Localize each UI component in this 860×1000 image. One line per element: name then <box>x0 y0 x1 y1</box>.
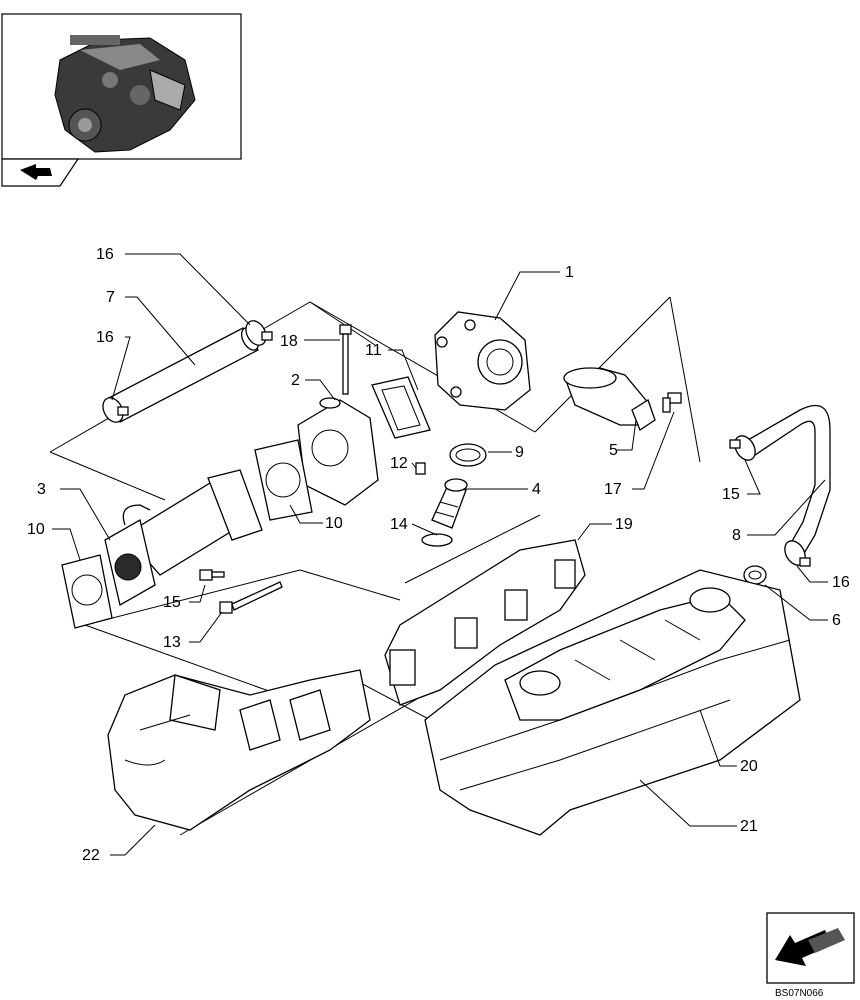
next-page-arrow-icon <box>775 928 845 966</box>
gasket-10-left[interactable] <box>61 554 113 629</box>
separator-lines <box>49 296 701 836</box>
actuator-5[interactable] <box>563 367 656 431</box>
callout-15-right: 15 <box>722 486 740 503</box>
bolt-13[interactable] <box>219 581 283 614</box>
clamp-15-right[interactable] <box>729 432 759 464</box>
engine-thumbnail[interactable] <box>1 13 242 187</box>
callout-17: 17 <box>604 481 622 498</box>
flange-2[interactable] <box>297 397 379 506</box>
exhaust-manifold-19[interactable] <box>384 539 586 706</box>
callout-18: 18 <box>280 333 298 350</box>
gasket-10-right[interactable] <box>254 439 313 521</box>
callout-12: 12 <box>390 455 408 472</box>
clamp-9[interactable] <box>449 443 487 467</box>
callout-13: 13 <box>163 634 181 651</box>
callout-5: 5 <box>609 442 618 459</box>
callout-1: 1 <box>565 264 574 281</box>
callout-19: 19 <box>615 516 633 533</box>
intake-manifold-20[interactable] <box>504 587 746 721</box>
gasket-14[interactable] <box>421 533 453 547</box>
callout-9: 9 <box>515 444 524 461</box>
callout-8: 8 <box>732 527 741 544</box>
bolt-18[interactable] <box>339 324 352 395</box>
callout-20: 20 <box>740 758 758 775</box>
screw-15-left[interactable] <box>199 569 225 581</box>
callout-16-top: 16 <box>96 246 114 263</box>
next-page-nav[interactable] <box>766 912 855 984</box>
callout-2: 2 <box>291 372 300 389</box>
screw-17[interactable] <box>662 392 682 413</box>
hose-4[interactable] <box>431 478 468 529</box>
clamp-16-right[interactable] <box>781 537 811 569</box>
drawing-reference: BS07N066 <box>775 988 824 999</box>
clamp-16-left[interactable] <box>99 394 129 425</box>
clamp-16-upper[interactable] <box>242 317 273 348</box>
callout-labels: 16 7 16 18 11 2 1 3 10 10 9 12 4 14 19 5… <box>27 246 850 864</box>
callout-3: 3 <box>37 481 46 498</box>
callout-16-right: 16 <box>832 574 850 591</box>
egr-assembly-22[interactable] <box>107 669 371 831</box>
callout-10-right: 10 <box>325 515 343 532</box>
callout-10-left: 10 <box>27 521 45 538</box>
egr-valve-1[interactable] <box>434 311 531 411</box>
callout-16-left: 16 <box>96 329 114 346</box>
return-arrow-icon[interactable] <box>20 164 52 180</box>
egr-cooler-3[interactable] <box>104 469 263 606</box>
callout-4: 4 <box>532 481 541 498</box>
pipe-8[interactable] <box>747 404 831 561</box>
callout-14: 14 <box>390 516 408 533</box>
callout-15-left: 15 <box>163 594 181 611</box>
gasket-11[interactable] <box>371 376 431 439</box>
callout-11: 11 <box>365 342 382 359</box>
callout-6: 6 <box>832 612 841 629</box>
callout-21: 21 <box>740 818 758 835</box>
leader-lines <box>52 253 828 856</box>
callout-22: 22 <box>82 847 100 864</box>
callout-7: 7 <box>106 289 115 306</box>
engine-thumbnail-image <box>54 35 196 153</box>
screw-12[interactable] <box>415 462 426 475</box>
